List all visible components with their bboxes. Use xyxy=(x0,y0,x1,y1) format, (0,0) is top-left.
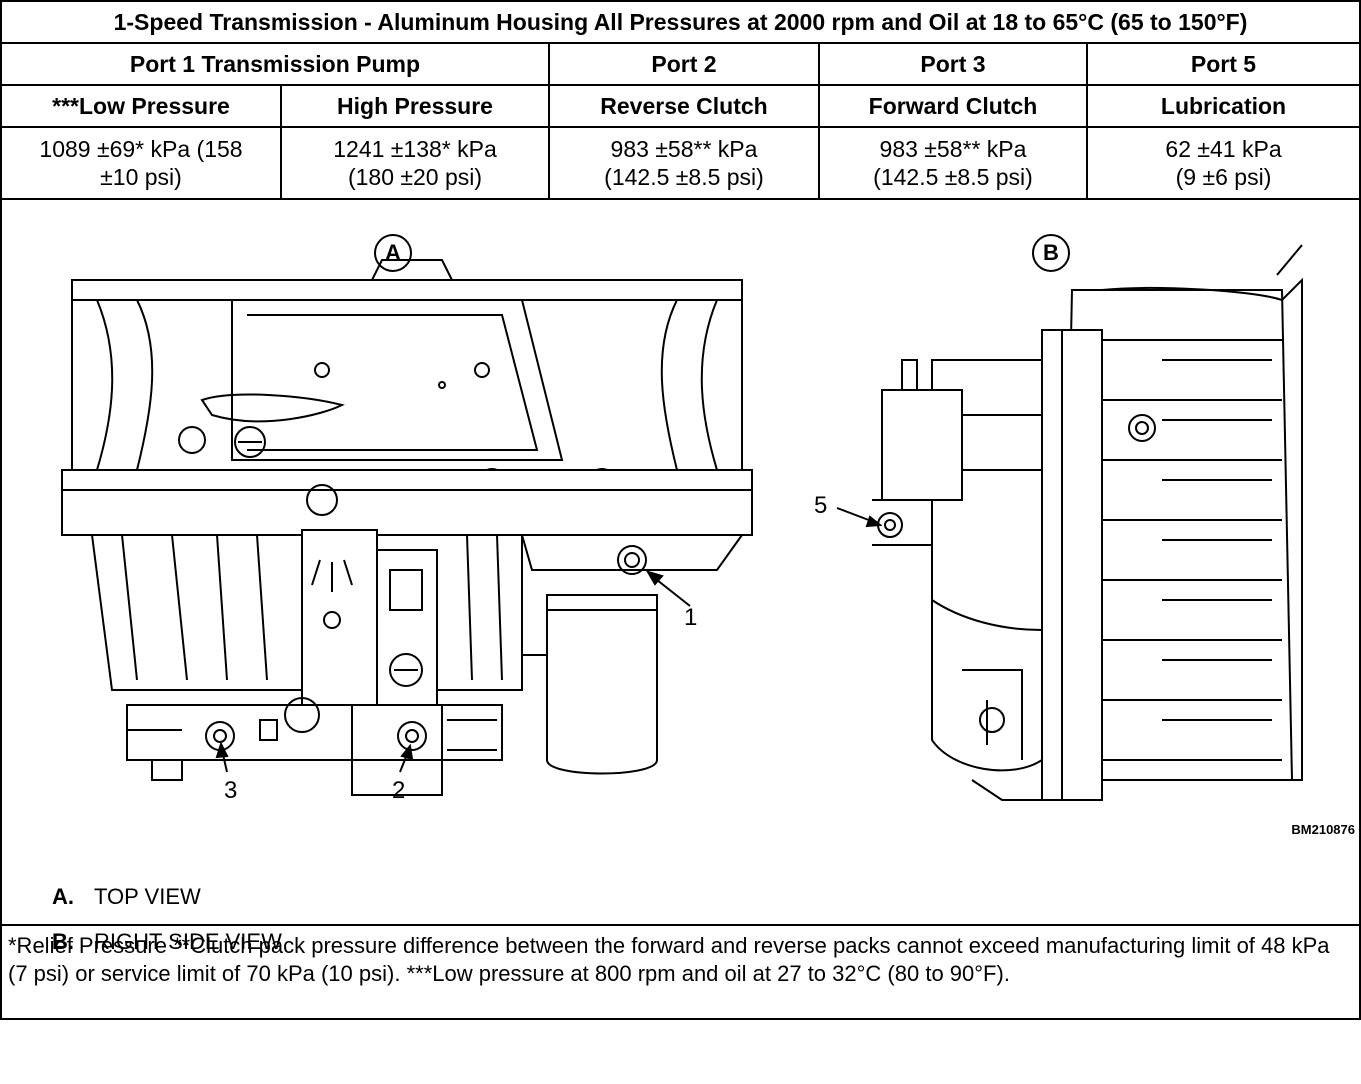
callout-2: 2 xyxy=(392,777,406,804)
transmission-illustration xyxy=(61,244,1303,801)
table-title: 1-Speed Transmission - Aluminum Housing … xyxy=(0,0,1361,44)
callout-5: 5 xyxy=(814,492,828,519)
callout-1: 1 xyxy=(684,604,698,631)
port-3-header: Port 3 xyxy=(818,42,1088,86)
reverse-clutch-value: 983 ±58** kPa(142.5 ±8.5 psi) xyxy=(548,126,820,200)
view-a-label: A xyxy=(374,234,412,272)
legend-item-a: A.TOP VIEW xyxy=(52,884,201,909)
high-pressure-header: High Pressure xyxy=(280,84,550,128)
high-pressure-value: 1241 ±138* kPa(180 ±20 psi) xyxy=(280,126,550,200)
forward-clutch-header: Forward Clutch xyxy=(818,84,1088,128)
transmission-figure: A B 1 3 2 5 BM210876 A.TOP VIEW B.RIGHT … xyxy=(2,200,1357,954)
callout-3: 3 xyxy=(224,777,238,804)
view-b-label: B xyxy=(1032,234,1070,272)
port-2-header: Port 2 xyxy=(548,42,820,86)
figure-code: BM210876 xyxy=(1291,822,1355,837)
figure-cell: A B 1 3 2 5 BM210876 A.TOP VIEW B.RIGHT … xyxy=(0,198,1361,954)
pressure-spec-table: 1-Speed Transmission - Aluminum Housing … xyxy=(0,0,1361,1020)
low-pressure-value: 1089 ±69* kPa (158±10 psi) xyxy=(0,126,282,200)
legend-item-b: B.RIGHT SIDE VIEW xyxy=(52,929,282,954)
port-1-header: Port 1 Transmission Pump xyxy=(0,42,550,86)
lubrication-header: Lubrication xyxy=(1085,84,1361,128)
lubrication-value: 62 ±41 kPa(9 ±6 psi) xyxy=(1085,126,1361,200)
port-5-header: Port 5 xyxy=(1085,42,1361,86)
forward-clutch-value: 983 ±58** kPa(142.5 ±8.5 psi) xyxy=(818,126,1088,200)
reverse-clutch-header: Reverse Clutch xyxy=(548,84,820,128)
low-pressure-header: ***Low Pressure xyxy=(0,84,282,128)
footnote: *Relief Pressure **Clutch pack pressure … xyxy=(0,924,1361,1020)
